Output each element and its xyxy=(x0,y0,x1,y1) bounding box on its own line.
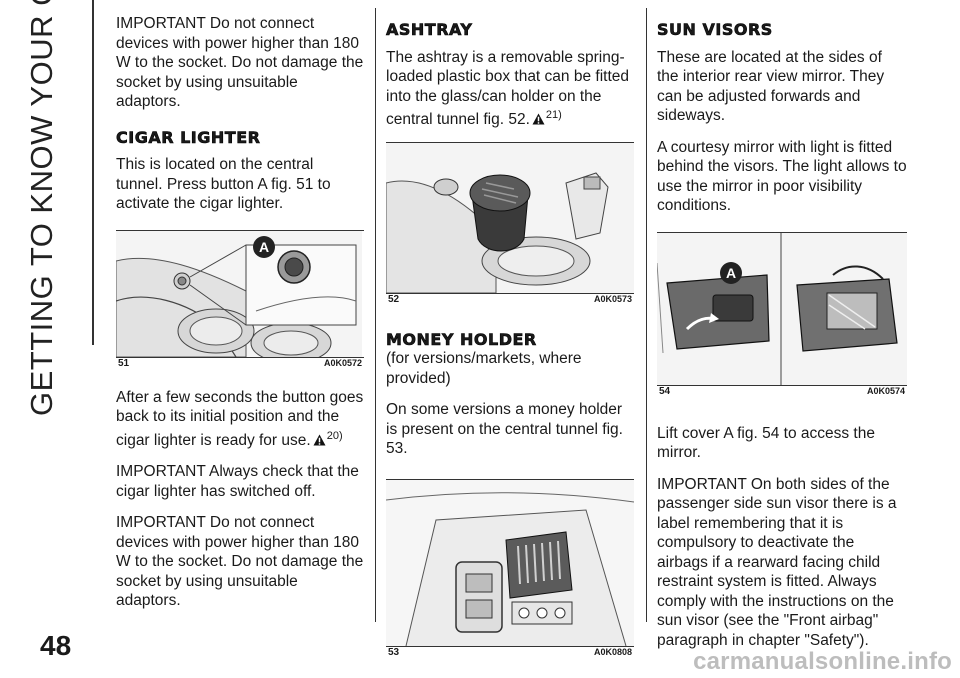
footnote-ref: 21) xyxy=(545,109,562,121)
footnote-ref: 20) xyxy=(326,429,343,442)
column-divider-2 xyxy=(646,8,647,622)
figure-54: A 54 A0K0574 xyxy=(657,231,907,397)
callout-a-label: A xyxy=(726,265,736,281)
sun-visors-text-2: A courtesy mirror with light is fitted b… xyxy=(657,138,907,215)
section-side-title: GETTING TO KNOW YOUR CAR xyxy=(24,0,59,416)
figure-number: 54 xyxy=(659,386,671,397)
heading-sun-visors: SUN VISORS xyxy=(657,20,773,40)
lift-cover-text: Lift cover A fig. 54 to access the mirro… xyxy=(657,424,875,462)
callout-a-label: A xyxy=(259,239,269,255)
column-2: ASHTRAY The ashtray is a removable sprin… xyxy=(386,14,634,661)
figure-51: A 51 A0K0572 xyxy=(116,229,364,369)
figure-53: 53 A0K0808 xyxy=(386,478,634,658)
column-1: IMPORTANT Do not connect devices with po… xyxy=(116,14,364,623)
figure-code: A0K0572 xyxy=(323,358,362,368)
money-holder-illustration xyxy=(386,479,634,646)
money-holder-text: On some versions a money holder is prese… xyxy=(386,401,623,458)
watermark: carmanualsonline.info xyxy=(693,648,952,675)
important-check-note: IMPORTANT Always check that the cigar li… xyxy=(116,463,359,500)
money-holder-availability: (for versions/markets, where provided) xyxy=(386,350,582,387)
airbag-warning-note: IMPORTANT On both sides of the passenger… xyxy=(657,475,897,649)
page-number: 48 xyxy=(40,630,72,661)
figure-code: A0K0573 xyxy=(593,294,632,305)
important-note-repeat: IMPORTANT Do not connect devices with po… xyxy=(116,514,364,610)
figure-number: 53 xyxy=(388,647,400,659)
heading-cigar-lighter: CIGAR LIGHTER xyxy=(116,127,261,147)
column-divider-1 xyxy=(375,8,376,622)
cigar-lighter-ready-text: After a few seconds the button goes back… xyxy=(116,388,364,449)
figure-number: 51 xyxy=(118,358,130,369)
warning-icon xyxy=(532,113,545,125)
figure-code: A0K0808 xyxy=(593,647,632,658)
important-note-intro: IMPORTANT Do not connect devices with po… xyxy=(116,15,364,110)
cigar-lighter-text: This is located on the central tunnel. P… xyxy=(116,156,331,212)
figure-code: A0K0574 xyxy=(866,386,905,396)
side-rule xyxy=(92,0,94,345)
ashtray-text: The ashtray is a removable spring-loaded… xyxy=(386,48,629,129)
ashtray-illustration xyxy=(386,142,634,293)
warning-icon xyxy=(313,434,326,446)
figure-52: 52 A0K0573 xyxy=(386,141,634,305)
figure-number: 52 xyxy=(388,294,400,306)
column-3: SUN VISORS These are located at the side… xyxy=(657,14,907,662)
cigar-lighter-illustration: A xyxy=(116,230,362,357)
sun-visor-illustration: A xyxy=(657,232,907,385)
heading-ashtray: ASHTRAY xyxy=(386,20,473,40)
heading-money-holder: MONEY HOLDER xyxy=(386,329,537,349)
sun-visors-text-1: These are located at the sides of the in… xyxy=(657,48,885,125)
